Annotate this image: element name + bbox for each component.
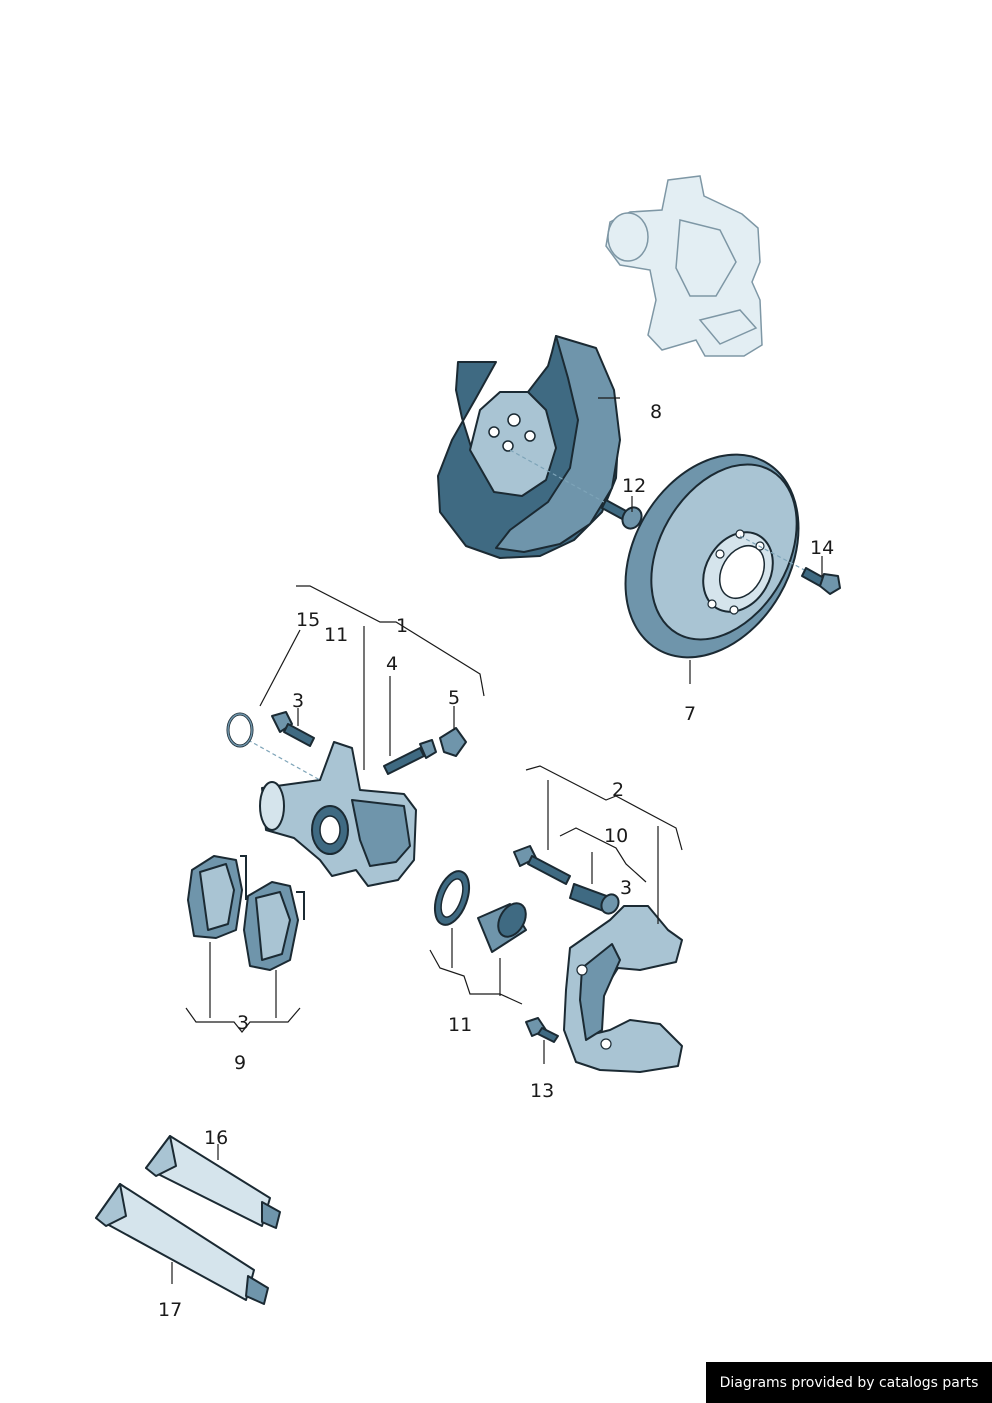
- footer-credit: Diagrams provided by catalogs parts: [706, 1362, 992, 1403]
- callout-14: 14: [810, 537, 834, 559]
- brake-pad-right: [243, 881, 305, 971]
- grease-tube-large: [95, 1183, 269, 1305]
- callout-11-top: 11: [324, 624, 348, 646]
- dust-cap: [439, 727, 467, 757]
- callout-3-sleeve: 3: [620, 877, 632, 899]
- disc-screw: [801, 567, 841, 595]
- callout-4: 4: [386, 653, 398, 675]
- caliper-carrier: [563, 905, 683, 1073]
- callout-11-bottom: 11: [448, 1014, 472, 1036]
- carrier-bolt: [525, 1017, 559, 1043]
- callout-13: 13: [530, 1080, 554, 1102]
- callout-10: 10: [604, 825, 628, 847]
- retaining-spring: [226, 712, 254, 748]
- callout-15: 15: [296, 609, 320, 631]
- guide-sleeve: [569, 883, 620, 915]
- callout-7: 7: [684, 703, 696, 725]
- grease-tube-small: [145, 1135, 281, 1229]
- brake-caliper-housing: [259, 741, 417, 887]
- callout-16: 16: [204, 1127, 228, 1149]
- callout-12: 12: [622, 475, 646, 497]
- seal-ring: [433, 870, 471, 926]
- guide-bushing: [477, 902, 527, 953]
- callout-3-pads: 3: [237, 1012, 249, 1034]
- callout-2: 2: [612, 779, 624, 801]
- callout-5: 5: [448, 687, 460, 709]
- brake-disc: [624, 453, 800, 659]
- callout-9: 9: [234, 1052, 246, 1074]
- wheel-knuckle-ghost: [605, 175, 763, 357]
- callout-1: 1: [396, 615, 408, 637]
- callout-3-hardware: 3: [292, 690, 304, 712]
- bleeder-valve: [383, 739, 437, 775]
- brake-dust-shield: [437, 335, 621, 559]
- caliper-bolt: [271, 711, 315, 747]
- callout-17: 17: [158, 1299, 182, 1321]
- callout-8: 8: [650, 401, 662, 423]
- brake-pad-left: [187, 855, 247, 939]
- guide-bolt: [513, 845, 571, 885]
- leader-lines: [171, 397, 823, 1284]
- shield-bolt: [601, 499, 643, 530]
